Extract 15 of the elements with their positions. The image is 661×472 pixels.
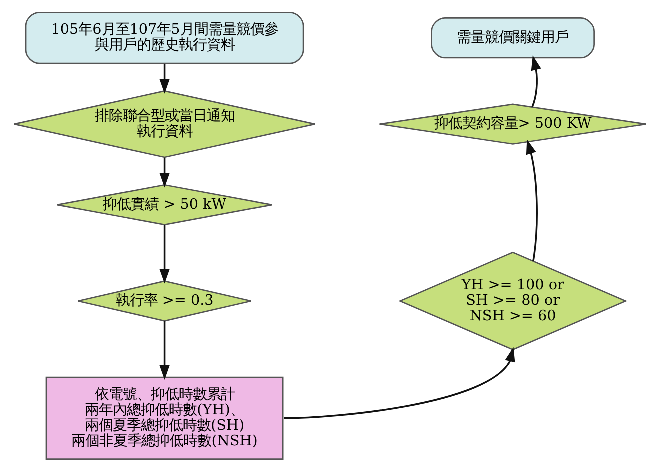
arrow [160,225,170,284]
node-diamond: 排除聯合型或當日通知執行資料 [14,90,316,158]
arrow [160,321,170,380]
node-box: 依電號、抑低時數累計兩年內總抑低時數(YH)、兩個夏季總抑低時數(SH)兩個非夏季總抑低時數(NSH) [46,376,284,460]
arrow [160,64,170,94]
arrow [160,158,170,188]
node-diamond: 抑低實績 > 50 kW [56,184,273,226]
node-diamond: YH >= 100 or SH >= 80 or NSH >= 60 [398,252,628,351]
arrow [531,56,542,108]
node-diamond: 抑低契約容量> 500 KW [379,104,647,145]
node-box: 需量競價關鍵用戶 [431,18,595,59]
arrow [284,347,516,420]
node-diamond: 執行率 >= 0.3 [78,280,252,322]
node-box: 105年6月至107年5月間需量競價參與用戶的歷史執行資料 [25,12,304,64]
arrow [526,140,538,262]
